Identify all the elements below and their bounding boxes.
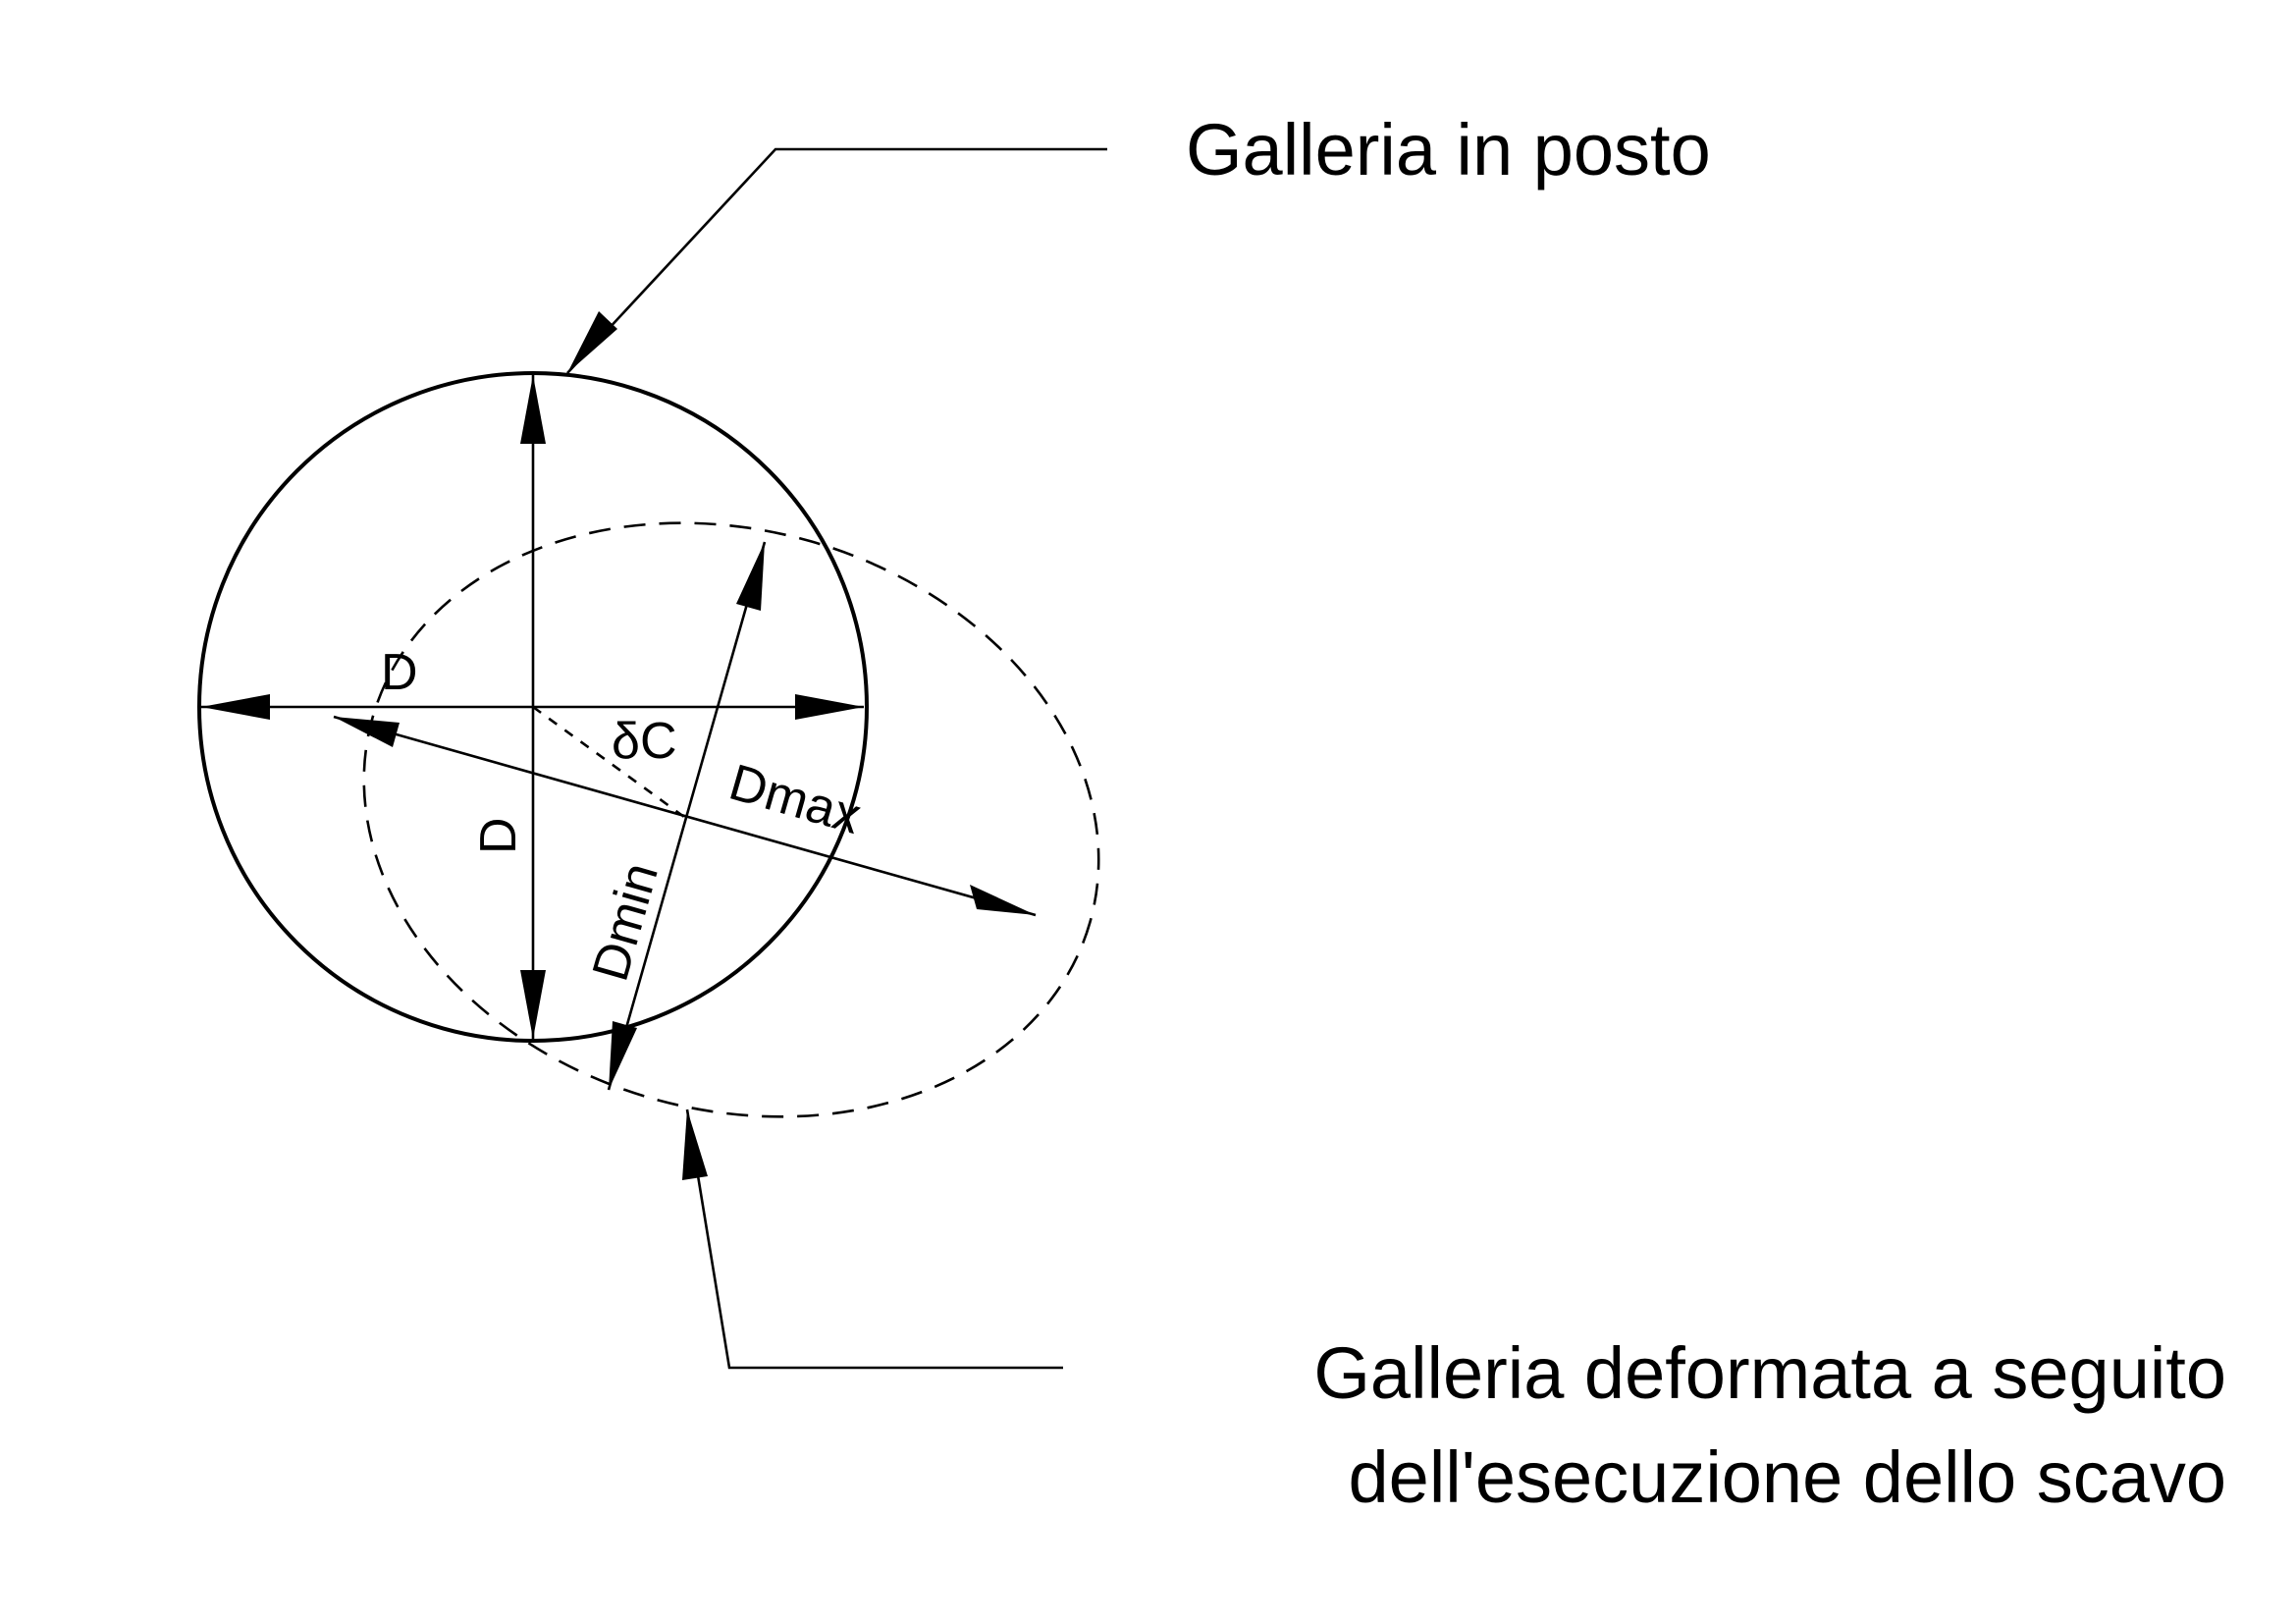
- dmin-dimension: [607, 541, 767, 1091]
- deformed-label-line1: Galleria deformata a seguito: [1313, 1332, 2226, 1414]
- vertical-diameter-arrow-top: [520, 375, 546, 444]
- dmin-arrow-bottom: [609, 1021, 637, 1090]
- in-place-label: Galleria in posto: [1186, 109, 1711, 190]
- deformed-label-line2: dell'esecuzione dello scavo: [1349, 1436, 2226, 1518]
- horizontal-diameter-arrow-right: [795, 694, 864, 720]
- deformed-leader-arrow: [682, 1109, 708, 1180]
- dmin-arrow-top: [736, 542, 765, 611]
- in-place-leader: [566, 147, 1107, 374]
- deformed-tunnel-ellipse: [362, 521, 1100, 1118]
- dmax-arrow-left: [334, 717, 400, 747]
- in-place-leader-arrow: [567, 311, 617, 373]
- horizontal-diameter-arrow-left: [201, 694, 270, 720]
- dmax-arrow-right: [970, 885, 1036, 915]
- original-tunnel-circle: [197, 371, 869, 1043]
- delta-c-label: δC: [612, 713, 677, 770]
- vertical-diameter-label: D: [470, 817, 527, 854]
- deformed-leader: [682, 1109, 1063, 1370]
- vertical-diameter-arrow-bottom: [520, 970, 546, 1039]
- vertical-diameter-dimension: [520, 375, 546, 1039]
- dmax-dimension: [333, 715, 1037, 917]
- horizontal-diameter-label: D: [381, 644, 418, 701]
